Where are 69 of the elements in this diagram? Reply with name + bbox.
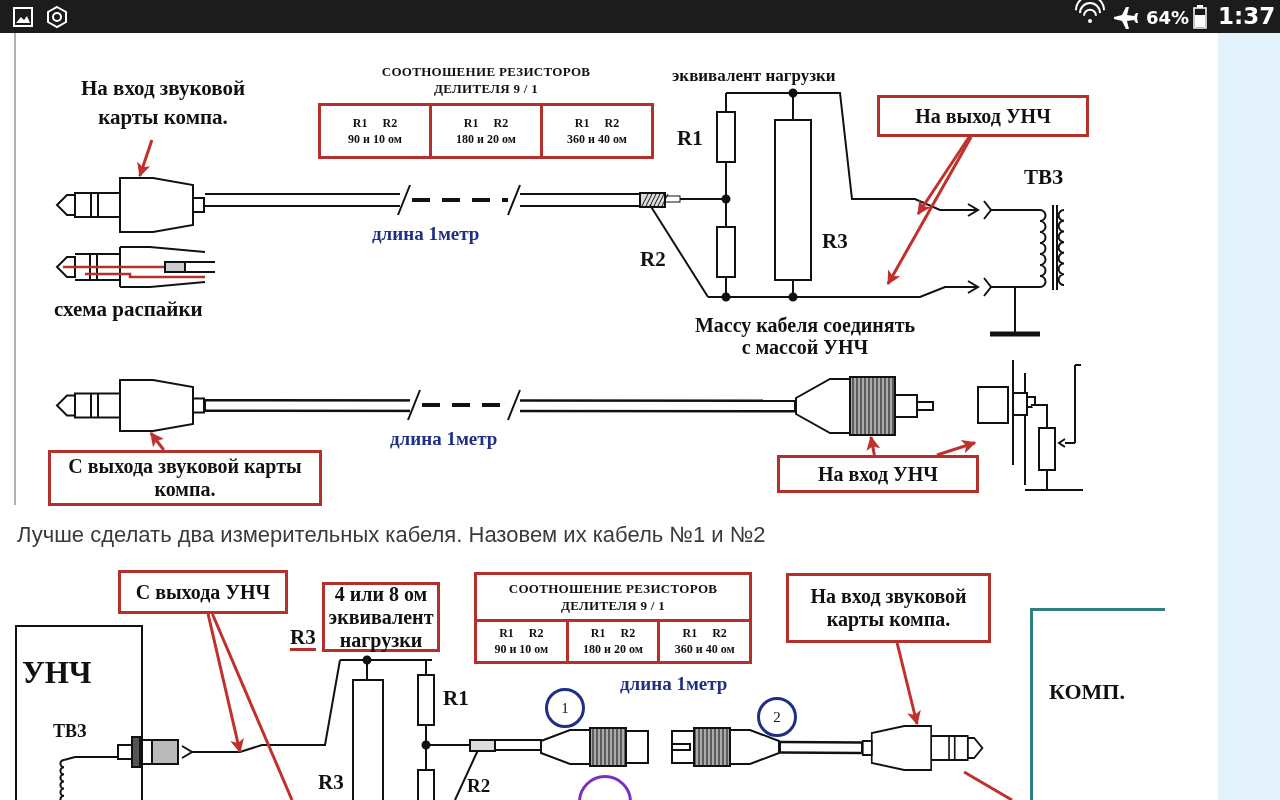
length-label: длина 1метр [372, 223, 480, 245]
arrow [916, 136, 971, 215]
callout-number: 2 [773, 708, 781, 726]
table-cell-text: 90 и 10 ом [494, 641, 549, 658]
clock-time: 1:37 [1218, 3, 1276, 29]
table-cell-text: 360 и 40 ом [674, 641, 735, 658]
arrow [936, 440, 977, 457]
resistor-label: R1 [443, 686, 469, 711]
leader-line [211, 613, 294, 800]
computer-outline [1030, 608, 1165, 800]
callout-text: На выход УНЧ [915, 104, 1051, 128]
amplifier-box [15, 625, 143, 800]
leader-line [963, 770, 1013, 800]
resistor-label: R3 [290, 627, 316, 651]
length-label: длина 1метр [390, 428, 498, 450]
resistor-label: R2 [640, 247, 666, 272]
length-label: длина 1метр [620, 673, 728, 695]
cable [779, 740, 863, 755]
callout-box [786, 573, 991, 643]
callout-text: С выхода звуковой карты компа. [67, 455, 303, 501]
callout-number: 1 [561, 699, 569, 717]
rca-plug-drawing [670, 727, 780, 767]
table-cell-text: 180 и 20 ом [456, 131, 516, 148]
amplifier-title: УНЧ [22, 655, 92, 691]
table-cell-text: R1 R2 [499, 625, 544, 642]
table-cell-text: 180 и 20 ом [583, 641, 643, 658]
table-cell-text: R1 R2 [352, 114, 398, 131]
jack-plug-drawing [55, 176, 205, 234]
callout-box [48, 450, 322, 506]
table-cell-text: R1 R2 [682, 625, 727, 642]
table-cell-text: 90 и 10 ом [348, 131, 402, 148]
table-cell-text: R1 R2 [574, 114, 620, 131]
computer-title: КОМП. [1049, 679, 1125, 705]
arrow [895, 642, 921, 726]
table-cell-text: R1 R2 [590, 625, 636, 642]
callout-text: С выхода УНЧ [135, 580, 271, 604]
arrow [137, 139, 154, 178]
ratio-table [474, 572, 752, 664]
callout-box [777, 455, 979, 493]
table-cell-text: 360 и 40 ом [567, 131, 627, 148]
rca-plug-drawing [795, 375, 935, 437]
arrow [149, 432, 165, 451]
battery-level: 64% [1146, 7, 1190, 28]
transformer-label: ТВЗ [53, 721, 87, 742]
rca-plug-drawing [540, 727, 652, 767]
jack-plug-drawing [862, 724, 984, 772]
callout-box [118, 570, 288, 614]
transformer-label: ТВЗ [1024, 165, 1064, 190]
arrow [206, 613, 244, 754]
callout-text: 4 или 8 ом эквивалент нагрузки [328, 582, 434, 652]
callout-text: На вход звуковой карты компа. [809, 585, 968, 631]
table-cell-text: R1 R2 [463, 114, 509, 131]
resistor-label: R3 [318, 770, 344, 795]
jack-plug-drawing [55, 378, 205, 433]
note-text: Массу кабеля соединять с массой УНЧ [693, 314, 917, 358]
cable [205, 399, 795, 413]
callout-text: На вход звуковой карты компа. [58, 74, 268, 140]
caption-text: схема распайки [54, 297, 203, 322]
body-text: Лучше сделать два измерительных кабеля. Назовем их кабель №1 и №2 [17, 522, 766, 548]
resistor-label: R1 [677, 126, 703, 151]
resistor-label: R2 [467, 775, 491, 797]
table-heading: СООТНОШЕНИЕ РЕЗИСТОРОВ ДЕЛИТЕЛЯ 9 / 1 [380, 64, 592, 98]
resistor-label: R3 [822, 229, 848, 254]
arrow [886, 136, 973, 285]
callout-box [877, 95, 1089, 137]
callout-text: На вход УНЧ [817, 462, 939, 486]
table-heading: СООТНОШЕНИЕ РЕЗИСТОРОВ ДЕЛИТЕЛЯ 9 / 1 [477, 575, 749, 622]
load-label: эквивалент нагрузки [672, 66, 836, 86]
arrow [866, 435, 881, 456]
